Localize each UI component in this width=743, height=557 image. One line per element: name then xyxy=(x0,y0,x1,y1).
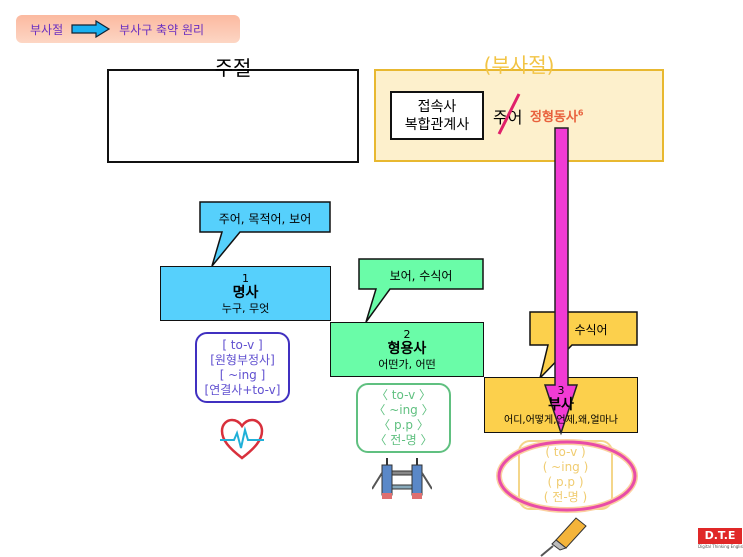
finite-verb: 정형동사6 xyxy=(530,106,583,125)
finite-verb-label: 정형동사 xyxy=(530,110,578,125)
banner-from: 부사절 xyxy=(30,22,64,37)
adjective-desc: 어떤가, 어떤 xyxy=(378,358,436,371)
heart-pulse-icon xyxy=(220,418,264,460)
banner-to: 부사구 축약 원리 xyxy=(119,22,205,37)
adverb-callout-text: 수식어 xyxy=(574,323,608,337)
adjective-form: 〈 p.p 〉 xyxy=(378,418,429,432)
adjective-forms: 〈 to-v 〉 〈 ~ing 〉 〈 p.p 〉 〈 전-명 〉 xyxy=(356,383,451,453)
finite-verb-sup: 6 xyxy=(577,108,584,118)
adjective-callout-text: 보어, 수식어 xyxy=(389,269,453,283)
noun-form: [ ~ing ] xyxy=(219,367,266,382)
noun-num: 1 xyxy=(242,272,249,285)
adverb-title: 부사 xyxy=(548,396,574,413)
noun-callout-text: 주어, 목적어, 보어 xyxy=(218,212,312,226)
main-clause-box xyxy=(107,69,359,163)
title-banner: 부사절 부사구 축약 원리 xyxy=(16,15,240,43)
glue-tube-icon xyxy=(540,517,587,557)
adverb-num: 3 xyxy=(557,383,565,397)
adjective-title: 형용사 xyxy=(387,341,427,357)
strike-slash xyxy=(497,93,521,135)
adverb-forms: ( to-v ) ( ~ing ) ( p.p ) ( 전-명 ) xyxy=(518,440,613,510)
dte-logo: D.T.E Digital Thinking English xyxy=(698,528,743,549)
adverb-form: ( 전-명 ) xyxy=(543,490,588,504)
right-arrow-icon xyxy=(71,20,111,38)
noun-form: [ to-v ] xyxy=(222,337,263,352)
adverb-form: ( ~ing ) xyxy=(542,460,589,474)
adjective-form: 〈 to-v 〉 xyxy=(375,388,431,402)
adjective-form: 〈 전-명 〉 xyxy=(374,433,433,447)
sub-clause-title: (부사절) xyxy=(483,53,555,77)
adverb-form: ( to-v ) xyxy=(545,445,586,459)
adjective-callout xyxy=(358,258,484,323)
noun-title: 명사 xyxy=(232,285,259,301)
main-clause-title: 주절 xyxy=(214,56,252,80)
adverb-box-text: 3 부사 어디,어떻게,언제,왜,얼마나 xyxy=(484,377,638,433)
noun-form: [원형부정사] xyxy=(210,352,275,367)
dte-logo-mark: D.T.E xyxy=(698,528,742,544)
adverb-desc: 어디,어떻게,언제,왜,얼마나 xyxy=(504,414,618,426)
adjective-form: 〈 ~ing 〉 xyxy=(373,403,434,417)
tower-bridge-icon xyxy=(372,458,432,499)
noun-form: [연결사+to-v] xyxy=(204,382,281,397)
conjunction-box: 접속사 복합관계사 xyxy=(390,91,484,140)
noun-callout xyxy=(199,201,331,267)
adjective-box: 2 형용사 어떤가, 어떤 xyxy=(330,322,484,377)
noun-box: 1 명사 누구, 무엇 xyxy=(160,266,331,321)
noun-forms: [ to-v ] [원형부정사] [ ~ing ] [연결사+to-v] xyxy=(195,332,290,403)
adjective-num: 2 xyxy=(403,328,411,341)
noun-desc: 누구, 무엇 xyxy=(221,302,270,315)
conj-line2: 복합관계사 xyxy=(404,116,470,133)
conj-line1: 접속사 xyxy=(417,98,457,115)
adverb-form: ( p.p ) xyxy=(547,475,584,489)
dte-logo-sub: Digital Thinking English xyxy=(698,544,743,549)
